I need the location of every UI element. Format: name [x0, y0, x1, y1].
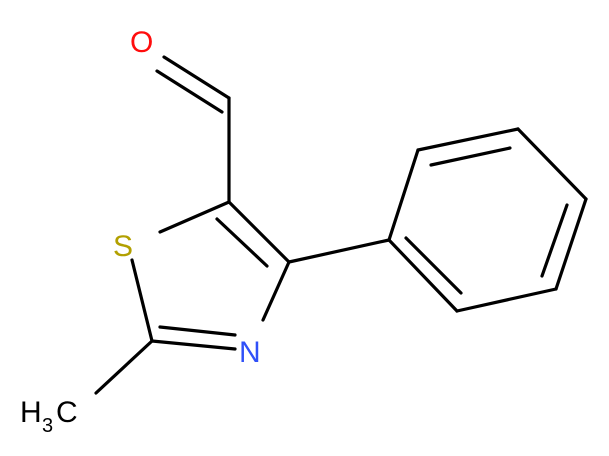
- bond-c2-n-inner: [158, 325, 237, 337]
- bond-s-c2: [130, 258, 154, 343]
- bond-c5-c4-inner: [215, 217, 269, 268]
- bond-ph-4: [554, 197, 588, 291]
- bond-ph-inner-2: [540, 203, 569, 278]
- bond-ph-5: [455, 287, 558, 313]
- bond-c5-s: [158, 200, 231, 234]
- bond-c5-c4: [227, 200, 291, 264]
- bond-c2-n: [150, 339, 237, 351]
- bond-ph-3: [516, 127, 588, 201]
- bond-ph-1: [387, 148, 420, 242]
- bond-co-double: [155, 69, 224, 114]
- bond-lines: [94, 55, 588, 395]
- methyl-c-label: C: [56, 396, 78, 429]
- bond-co-single: [162, 55, 231, 100]
- bond-ph-6: [387, 238, 459, 313]
- bond-c2-methyl: [94, 339, 154, 395]
- bond-ph-inner-1: [429, 146, 512, 167]
- methyl-subscript: 3: [42, 415, 53, 437]
- bond-c4-phenyl: [287, 238, 391, 264]
- nitrogen-atom-label: N: [239, 336, 261, 369]
- sulfur-atom-label: S: [113, 230, 133, 263]
- bond-n-c4: [261, 260, 291, 322]
- methyl-h-label: H: [20, 396, 42, 429]
- oxygen-atom-label: O: [130, 26, 153, 59]
- bond-ph-2: [416, 127, 520, 152]
- bond-ph-inner-3: [404, 236, 463, 295]
